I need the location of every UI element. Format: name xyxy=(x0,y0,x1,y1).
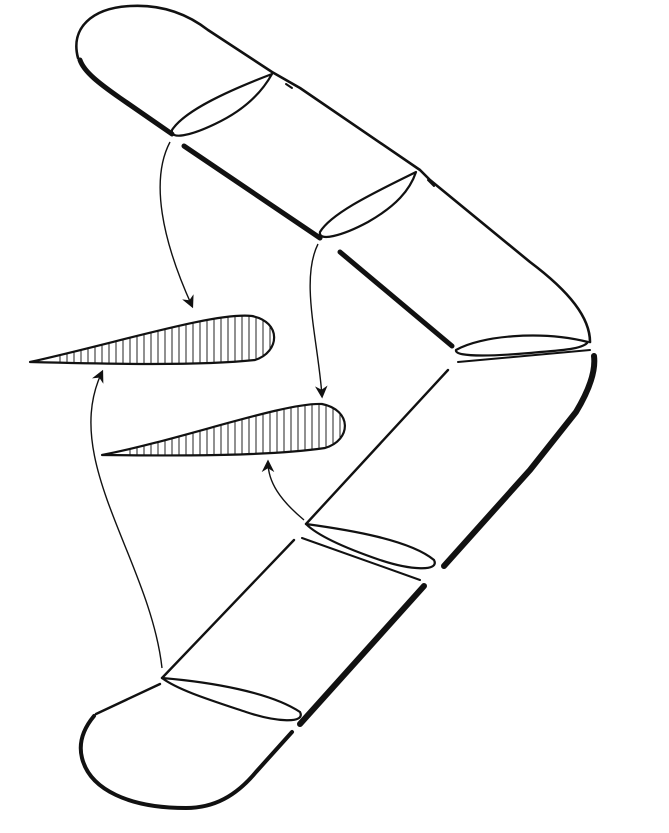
lower-section-cut-2 xyxy=(162,678,301,720)
lower-arm-outer-edge xyxy=(444,356,594,566)
airfoil-lower xyxy=(102,395,354,460)
arrow-lower-cut2-to-airfoil-upper xyxy=(91,372,162,668)
lower-arm-inner-edge-3 xyxy=(96,684,160,714)
upper-section-cut-2 xyxy=(320,172,416,237)
upper-arm-lower-edge-1 xyxy=(184,146,320,238)
arrow-upper-cut2-to-airfoil-lower xyxy=(310,244,322,396)
upper-arm-tip-edge xyxy=(80,60,172,134)
upper-separator-1 xyxy=(286,84,292,88)
leader-arrows xyxy=(91,142,322,668)
upper-arm-lower-edge-2 xyxy=(340,252,452,346)
arrow-upper-cut-to-airfoil-upper xyxy=(160,142,192,306)
lower-arm xyxy=(81,356,595,808)
lower-arm-inner-edge-2 xyxy=(162,540,294,678)
arrow-lower-cut1-to-airfoil-lower xyxy=(268,462,304,520)
lower-arm-outer-edge-2 xyxy=(300,586,424,724)
upper-arm xyxy=(76,6,590,362)
airfoil-upper xyxy=(30,305,284,370)
airfoil-lower-outline xyxy=(102,404,345,456)
upper-arm-outline xyxy=(76,6,590,342)
upper-section-cut-1 xyxy=(172,74,272,136)
lower-arm-outer-edge-3 xyxy=(81,716,292,808)
